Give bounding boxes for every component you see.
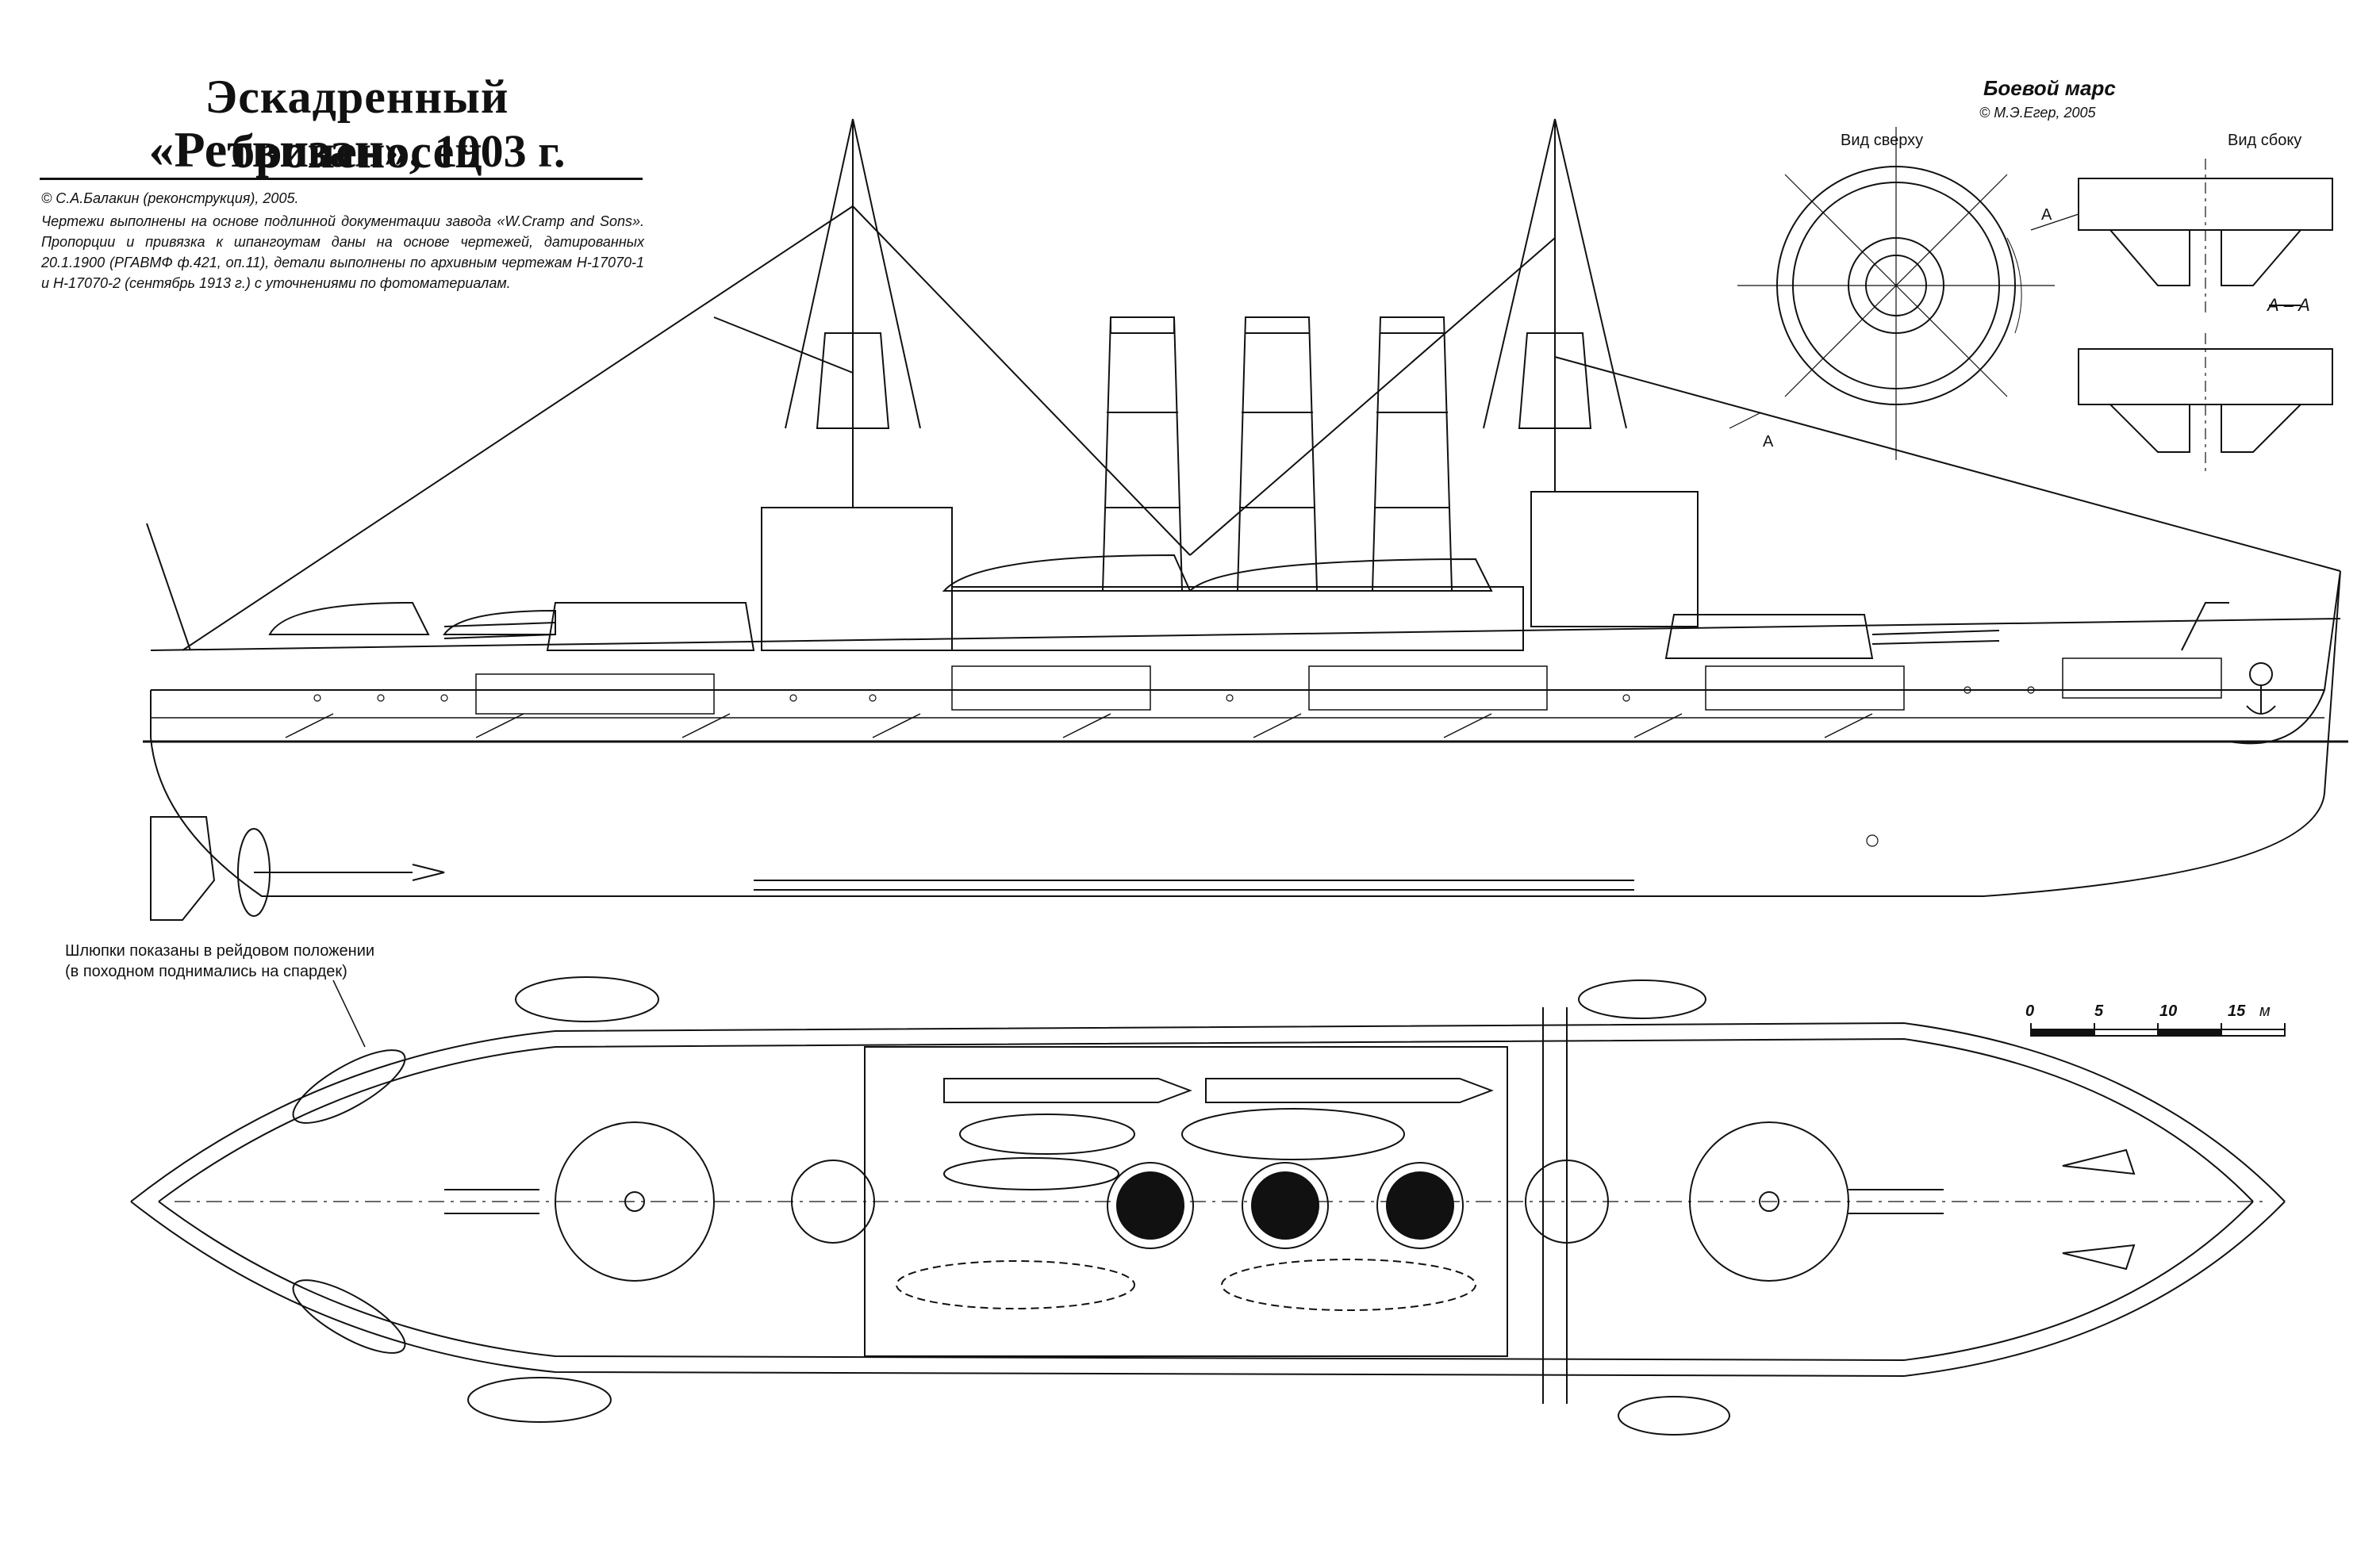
aft-deck-boat	[268, 601, 430, 635]
view-side-label: Вид сбоку	[2228, 132, 2302, 149]
boats-note-line-1: Шлюпки показаны в рейдовом положении	[65, 942, 375, 960]
aft-mast	[182, 118, 1191, 651]
upper-deck-line	[150, 618, 2341, 651]
fighting-top-title: Боевой марс	[1983, 76, 2116, 100]
aft-main-guns	[444, 1189, 539, 1214]
deck-inner-bottom	[158, 1201, 2254, 1362]
fighting-top-plan	[1729, 127, 2079, 460]
scale-bar	[2030, 1023, 2286, 1037]
source-notes: Чертежи выполнены на основе подлинной до…	[41, 213, 644, 291]
boats-note: Шлюпки показаны в рейдовом положении (в …	[65, 941, 374, 982]
propeller-icon	[237, 828, 445, 917]
plan-boat-2	[1205, 1078, 1494, 1103]
scale-tick-5: 5	[2094, 1002, 2104, 1020]
deck-outline-bottom	[130, 1201, 2286, 1378]
hull-outline	[150, 570, 2341, 897]
plan-view	[130, 976, 2286, 1436]
funnel-2	[1236, 316, 1319, 592]
plan-boat-1	[943, 1078, 1192, 1103]
aft-conning-tower	[791, 1160, 875, 1244]
plan-boat-5	[943, 1157, 1119, 1190]
bow-anchor-stbd	[2062, 1244, 2136, 1271]
funnels	[1101, 316, 1453, 592]
plan-boat-stowed-1	[896, 1260, 1135, 1309]
title-line-1: Эскадренный броненосец	[205, 71, 509, 178]
ship-name: «Ретвизан»,	[148, 121, 422, 178]
fwd-main-turret	[1689, 1121, 1849, 1282]
aft-main-turret	[555, 1121, 715, 1282]
midships-boat-1	[942, 554, 1192, 592]
net-booms	[285, 713, 1873, 738]
funnel-3	[1371, 316, 1453, 592]
aft-superstructure	[761, 507, 953, 651]
fwd-main-guns	[1848, 1189, 1944, 1214]
plan-boat-stowed-2	[1221, 1259, 1476, 1311]
fwd-superstructure	[1530, 491, 1699, 627]
side-profile	[143, 118, 2348, 921]
plan-boat-3	[959, 1114, 1135, 1155]
scale-tick-10: 10	[2159, 1002, 2178, 1020]
scale-unit: м	[2259, 1002, 2271, 1020]
funnel-1	[1101, 316, 1184, 592]
scale-tick-0: 0	[2025, 1002, 2035, 1020]
bow-anchor-port	[2062, 1148, 2136, 1175]
title-year: 1903 г.	[434, 125, 566, 177]
fore-mast	[1189, 118, 2341, 572]
keel-bilge-line	[754, 880, 1634, 891]
plan-funnels	[1107, 1162, 1464, 1249]
view-top-label: Вид сверху	[1841, 132, 1924, 149]
fighting-top-credit: © М.Э.Егер, 2005	[1979, 105, 2096, 121]
aft-turret-guns	[443, 622, 556, 639]
spar-deck-beam	[1542, 1007, 1568, 1404]
fwd-turret-guns	[1871, 630, 2000, 645]
title-rule	[40, 178, 643, 180]
swung-out-boats	[292, 976, 1730, 1436]
aft-deck-boat-2	[443, 609, 556, 635]
scale-tick-15: 15	[2228, 1002, 2246, 1020]
boats-note-line-2: (в походном поднимались на спардек)	[65, 963, 347, 980]
casemate-row	[475, 657, 2222, 715]
plan-superstructure	[864, 1046, 1508, 1357]
plan-boat-4	[1181, 1108, 1405, 1160]
fighting-top-side	[2078, 159, 2333, 476]
fwd-turret	[1664, 614, 1874, 659]
section-mark-2: А	[1763, 433, 1774, 450]
deck-outline-top	[130, 1022, 2286, 1202]
section-mark-1: А	[2041, 206, 2052, 224]
rudder	[150, 816, 216, 921]
midships-superstructure	[951, 586, 1524, 651]
title-line-2: «Ретвизан», 1903 г.	[79, 121, 635, 179]
author-credit: © С.А.Балакин (реконструкция), 2005.	[41, 190, 299, 206]
deck-inner-top	[158, 1037, 2254, 1202]
bow-davit	[2181, 602, 2229, 651]
stern-flagstaff	[146, 523, 191, 651]
portholes	[313, 686, 2035, 847]
boats-note-leader	[332, 979, 366, 1048]
anchor-icon	[2246, 662, 2276, 715]
